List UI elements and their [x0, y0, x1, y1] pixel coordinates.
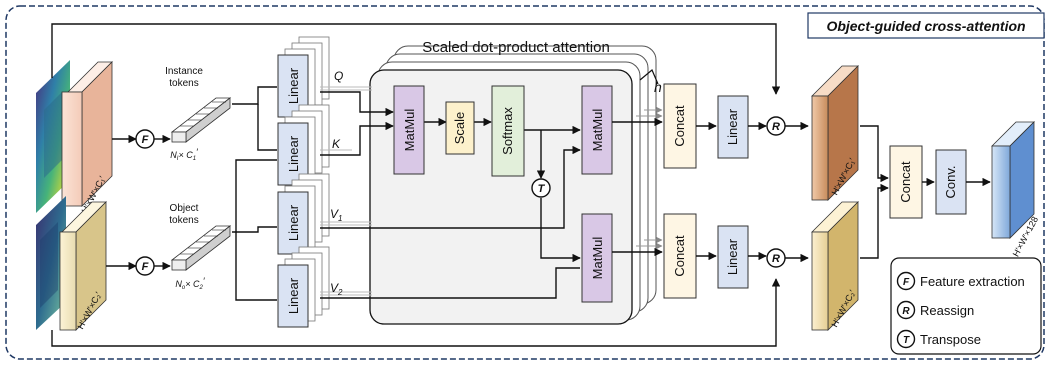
linear-block-out-bottom [717, 225, 749, 289]
attention-title: Scaled dot-product attention [422, 39, 610, 56]
concat-final-label: Concat [898, 161, 913, 203]
matmul-v1-label: MatMul [590, 109, 605, 152]
k-label: K [332, 137, 341, 151]
legend-text: Reassign [920, 303, 974, 318]
linear-block-v1 [277, 191, 309, 255]
object-tokens-label-1: Object [170, 203, 199, 214]
feature-extraction-symbol-bottom: F [142, 261, 149, 273]
transpose-symbol: T [538, 183, 546, 195]
matmul-v2-label: MatMul [590, 237, 605, 280]
transpose-icon [531, 178, 551, 198]
top-input-image [36, 60, 70, 213]
scale-block [445, 101, 475, 155]
final-output-feature-block [991, 121, 1035, 239]
scale-label: Scale [452, 112, 467, 145]
reassign-symbol-bottom: R [772, 253, 780, 265]
outer-frame [5, 5, 1045, 360]
legend-symbol: F [903, 277, 910, 288]
concat-bottom-label: Concat [672, 235, 687, 277]
legend-symbol-icon [896, 329, 916, 349]
object-token-strip [170, 225, 232, 271]
conv-label: Conv. [943, 166, 958, 199]
title-box [807, 12, 1045, 39]
top-output-feature-block [811, 65, 859, 201]
matmul-block-v1 [581, 85, 613, 175]
bottom-input-image [36, 196, 66, 330]
q-label: Q [334, 69, 343, 83]
linear-out-top-label: Linear [725, 108, 740, 145]
object-tokens-dims: No× C2′ [175, 276, 204, 291]
instance-token-strip [170, 97, 232, 143]
feature-extraction-symbol-top: F [142, 134, 149, 146]
legend-symbol: T [903, 335, 910, 346]
legend-box [890, 257, 1042, 355]
concat-block-final [889, 145, 923, 219]
reassign-symbol-top: R [772, 121, 780, 133]
softmax-block [491, 85, 525, 177]
linear-v1-label: Linear [286, 204, 301, 241]
concat-top-label: Concat [672, 105, 687, 147]
attention-panel [369, 69, 633, 325]
matmul-block-qk [393, 85, 425, 175]
instance-tokens-label-2: tokens [169, 78, 198, 89]
object-tokens-label-2: tokens [169, 215, 198, 226]
top-feature-block [61, 61, 113, 207]
concat-block-bottom [663, 213, 697, 299]
matmul-qk-label: MatMul [402, 109, 417, 152]
heads-label: h [654, 79, 662, 95]
concat-block-top [663, 83, 697, 169]
instance-tokens-label-1: Instance [165, 66, 203, 77]
legend-symbol-icon [896, 300, 916, 320]
softmax-label: Softmax [500, 107, 515, 155]
v2-label: V2 [330, 281, 343, 297]
instance-tokens-dims: NI× C1′ [170, 147, 198, 162]
linear-q-label: Linear [286, 67, 301, 104]
linear-block-out-top [717, 95, 749, 159]
matmul-block-v2 [581, 213, 613, 303]
legend-symbol: R [902, 306, 910, 317]
legend-text: Transpose [920, 332, 981, 347]
bottom-feature-block [59, 201, 107, 331]
diagram-title: Object-guided cross-attention [826, 18, 1025, 34]
linear-k-label: Linear [286, 135, 301, 172]
linear-block-v2 [277, 264, 309, 328]
bottom-output-feature-block [811, 201, 859, 331]
v1-label: V1 [330, 207, 342, 223]
heads-bracket [639, 69, 659, 85]
linear-out-bottom-label: Linear [725, 238, 740, 275]
linear-v2-label: Linear [286, 277, 301, 314]
legend-symbol-icon [896, 271, 916, 291]
legend-text: Feature extraction [920, 274, 1025, 289]
